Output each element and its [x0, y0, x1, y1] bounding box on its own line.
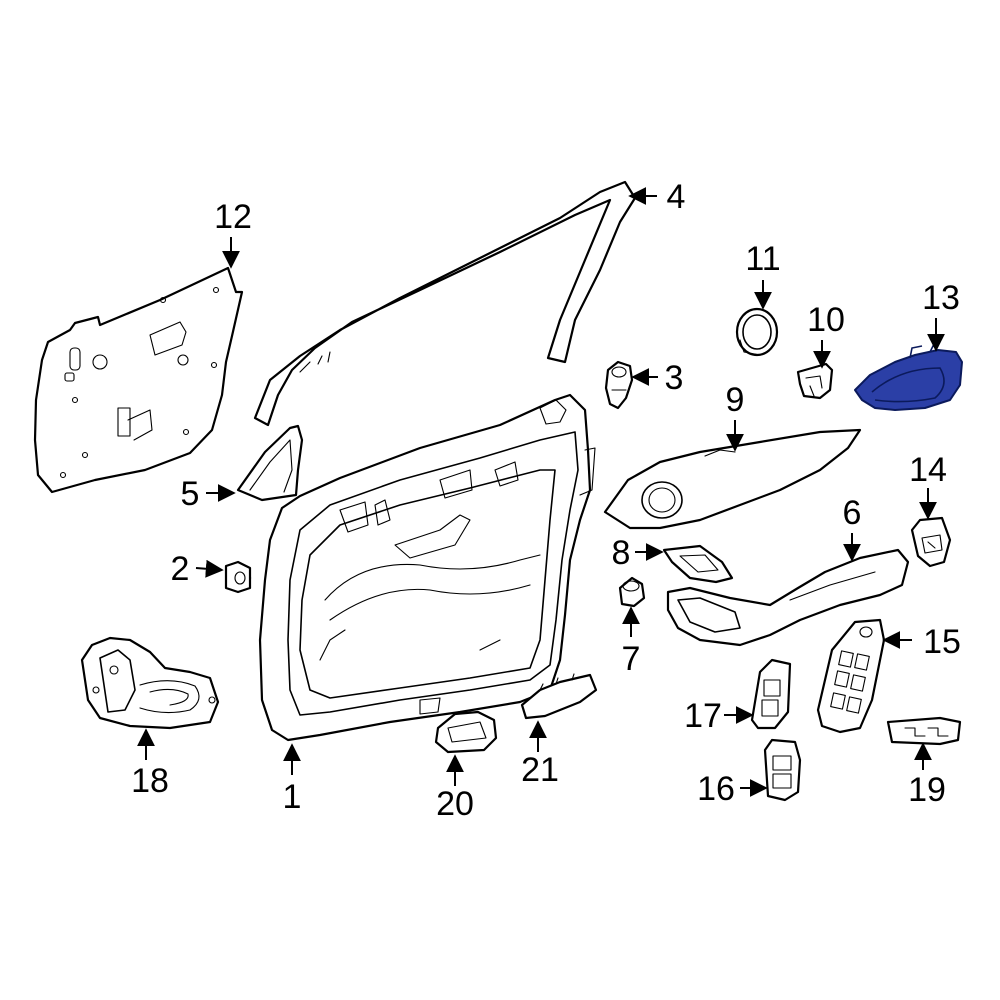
callout-8: 8: [612, 534, 631, 572]
callout-1: 1: [283, 778, 302, 816]
part-7-plug[interactable]: [618, 576, 646, 608]
callout-11: 11: [745, 240, 780, 278]
callout-9: 9: [726, 381, 745, 419]
part-4-window-frame-seal[interactable]: [253, 180, 637, 427]
part-19-switch-strip[interactable]: [886, 716, 962, 746]
callout-14: 14: [909, 451, 947, 489]
callout-20: 20: [436, 785, 474, 823]
part-14-switch[interactable]: [910, 516, 952, 568]
callout-4: 4: [667, 178, 686, 216]
part-9-upper-trim[interactable]: [603, 428, 862, 530]
callout-16: 16: [697, 770, 735, 808]
callout-labels: 1 2 3 4 5 6 7 8 9 10 11 12 13 14 15 16 1…: [131, 178, 961, 823]
part-2-fastener[interactable]: [224, 560, 252, 594]
callout-18: 18: [131, 762, 169, 800]
part-5-mirror-trim[interactable]: [236, 424, 304, 502]
part-1-door-trim-panel[interactable]: [258, 393, 596, 742]
part-18-seat-switch[interactable]: [80, 636, 220, 730]
leader-lines: [137, 187, 945, 797]
callout-3: 3: [665, 359, 684, 397]
callout-2: 2: [171, 550, 190, 588]
callout-5: 5: [181, 475, 200, 513]
callout-13: 13: [922, 279, 960, 317]
callout-15: 15: [923, 623, 961, 661]
part-8-switch-bezel[interactable]: [662, 544, 734, 584]
part-11-speaker-ring[interactable]: [735, 307, 779, 357]
part-13-door-handle-highlighted[interactable]: [854, 343, 963, 411]
callout-6: 6: [843, 494, 862, 532]
part-20-storage-pocket[interactable]: [434, 710, 498, 754]
part-21-trim-strip[interactable]: [520, 673, 598, 720]
part-12-water-shield[interactable]: [33, 266, 244, 494]
part-17-switch[interactable]: [750, 658, 792, 730]
callout-21: 21: [521, 751, 559, 789]
callout-7: 7: [622, 640, 641, 678]
part-16-switch[interactable]: [763, 738, 802, 802]
callout-10: 10: [807, 301, 845, 339]
leader-2: [195, 559, 224, 578]
callout-19: 19: [908, 771, 946, 809]
part-6-armrest[interactable]: [666, 548, 910, 647]
part-15-window-switch-panel[interactable]: [816, 618, 886, 734]
part-10-bracket[interactable]: [796, 362, 834, 400]
callout-12: 12: [214, 198, 252, 236]
callout-17: 17: [684, 697, 722, 735]
part-3-clip[interactable]: [604, 360, 634, 410]
